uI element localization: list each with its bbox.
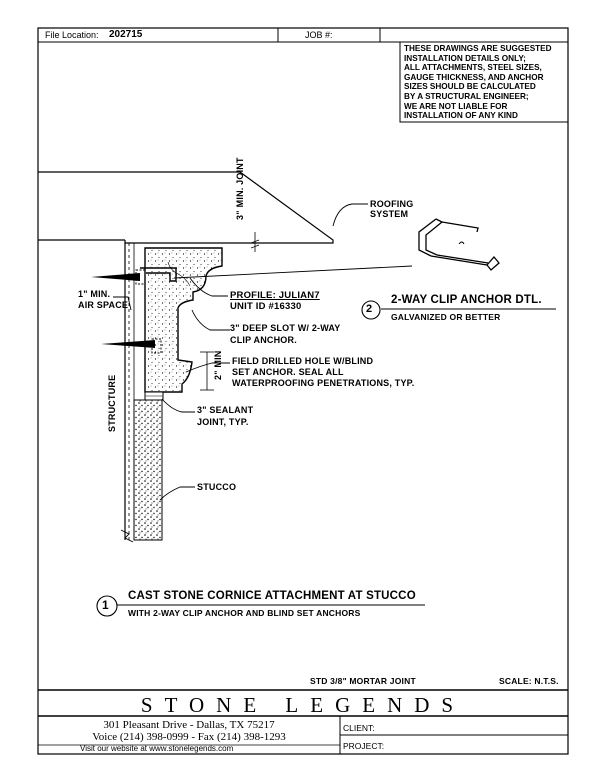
structure-wall <box>120 243 135 543</box>
clip-anchor-3d <box>418 218 500 271</box>
mortar-joint-note: STD 3/8" MORTAR JOINT <box>310 676 416 686</box>
leader-lines <box>113 203 413 501</box>
air-space-label: 1" MIN.AIR SPACE <box>78 289 129 310</box>
detail-2-number: 2 <box>366 303 373 315</box>
file-location-value: 202715 <box>109 29 143 40</box>
anchor-wedge-mid <box>101 340 155 348</box>
disclaimer-note: THESE DRAWINGS ARE SUGGESTED INSTALLATIO… <box>404 44 552 121</box>
stucco-layer <box>133 399 163 541</box>
detail-1-number: 1 <box>102 598 109 612</box>
address-line: 301 Pleasant Drive - Dallas, TX 75217 <box>103 719 275 731</box>
two-inch-label: 2" MIN <box>213 351 223 380</box>
file-location-label: File Location: <box>45 30 99 40</box>
detail-1-circle <box>96 595 118 617</box>
structure-label: STRUCTURE <box>107 375 117 432</box>
anchor-wedge-top <box>91 273 140 281</box>
scale-note: SCALE: N.T.S. <box>499 676 559 686</box>
detail-1-title: CAST STONE CORNICE ATTACHMENT AT STUCCO <box>128 590 416 602</box>
min-joint-dim <box>250 232 260 252</box>
job-label: JOB #: <box>305 30 333 40</box>
disclaimer-box <box>399 41 569 123</box>
detail-2-title: 2-WAY CLIP ANCHOR DTL. <box>391 294 542 306</box>
roof-outline <box>38 171 334 244</box>
sheet-border <box>37 27 569 755</box>
client-label: CLIENT: <box>343 723 375 733</box>
detail-2-subtitle: GALVANIZED OR BETTER <box>391 312 501 322</box>
cast-stone-cornice <box>144 247 223 393</box>
detail-2-circle <box>361 300 381 320</box>
brand-name: STONE LEGENDS <box>140 693 466 717</box>
two-inch-dim <box>200 351 214 391</box>
phone-line: Voice (214) 398-0999 - Fax (214) 398-129… <box>92 731 286 743</box>
stucco-label: STUCCO <box>197 482 237 492</box>
detail-1-subtitle: WITH 2-WAY CLIP ANCHOR AND BLIND SET ANC… <box>128 608 361 618</box>
website-line[interactable]: Visit our website at www.stonelegends.co… <box>80 744 234 753</box>
project-label: PROJECT: <box>343 741 385 751</box>
min-joint-label: 3"MIN. JOINT <box>235 157 245 220</box>
